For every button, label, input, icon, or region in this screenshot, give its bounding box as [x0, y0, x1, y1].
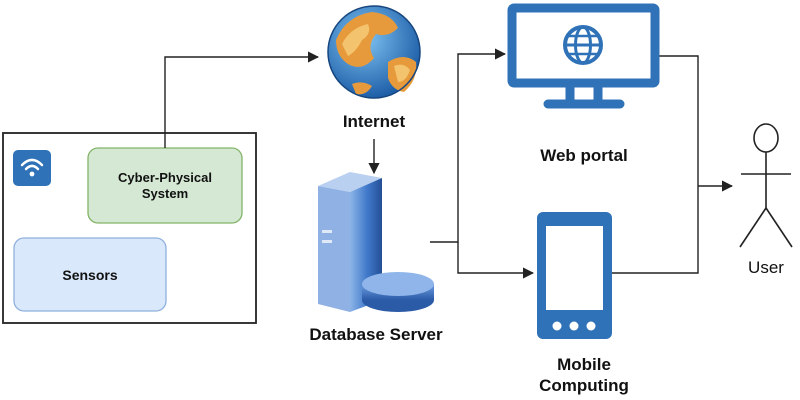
- edge-db-to-mobile: [457, 242, 535, 279]
- stick-figure-icon: [739, 123, 793, 248]
- cyber-physical-label: Cyber-Physical System: [118, 169, 212, 201]
- edge-db-to-web-portal: [430, 48, 507, 243]
- globe-icon: [327, 5, 421, 99]
- database-server-label: Database Server: [309, 325, 443, 344]
- sensors-label: Sensors: [62, 266, 118, 283]
- user-label: User: [748, 258, 784, 277]
- edge-web-to-user: [655, 55, 699, 186]
- edge-mobile-to-user: [612, 186, 699, 274]
- edge-cps-to-internet: [164, 51, 320, 148]
- sensors-box: [13, 237, 167, 312]
- smartphone-icon: [537, 212, 612, 339]
- server-icon: [318, 172, 434, 312]
- web-portal-label: Web portal: [540, 146, 628, 165]
- internet-label: Internet: [342, 112, 406, 131]
- wifi-icon: [13, 150, 51, 186]
- monitor-icon: [507, 3, 660, 109]
- mobile-computing-label: Mobile Computing: [539, 355, 629, 395]
